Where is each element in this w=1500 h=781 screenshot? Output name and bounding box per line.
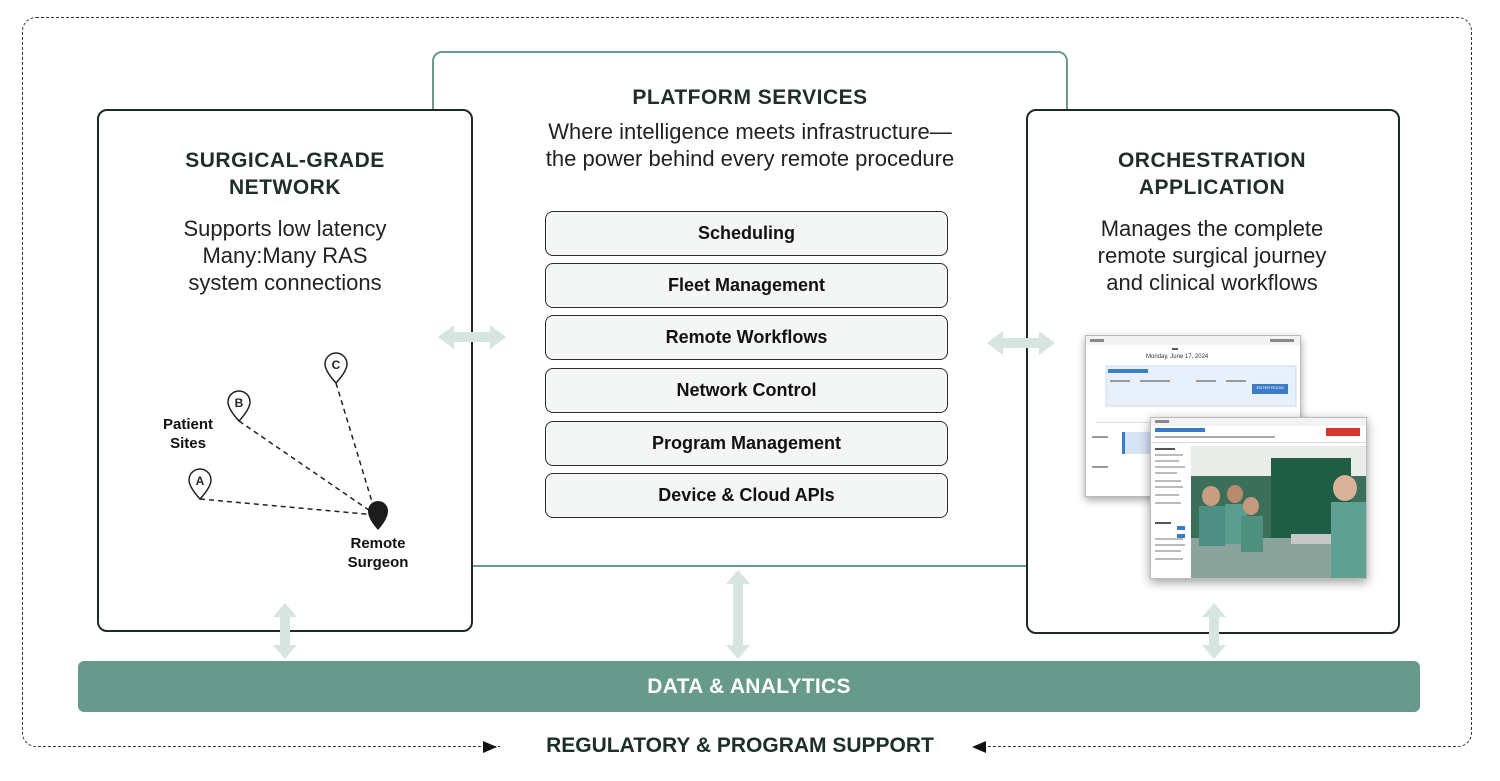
orchestration-desc-line3: and clinical workflows [1106,270,1318,295]
svg-text:B: B [235,396,244,410]
svg-text:A: A [196,474,205,488]
surgeon-pin-icon [368,501,388,530]
screenshot-enter-button: ENTER ROOM [1256,385,1284,390]
connection-line-a [199,498,377,516]
platform-title: PLATFORM SERVICES [632,86,868,109]
patient-sites-label-line2: Sites [170,435,206,452]
orchestration-title-line1: ORCHESTRATION [1117,149,1307,172]
arrow-right-icon [483,741,497,753]
platform-subtitle-line2: the power behind every remote procedure [545,146,955,171]
service-fleet-management: Fleet Management [545,263,948,308]
app-screenshot-procedure [1150,417,1367,579]
service-scheduling: Scheduling [545,211,948,256]
orchestration-title-line2: APPLICATION [1138,176,1286,199]
svg-text:C: C [332,358,341,372]
pin-a-icon: A [188,468,212,501]
service-remote-workflows: Remote Workflows [545,315,948,360]
network-desc-line2: Many:Many RAS [202,243,368,268]
data-analytics-bar: DATA & ANALYTICS [78,661,1420,712]
network-desc-line1: Supports low latency [183,216,387,241]
platform-subtitle-line1: Where intelligence meets infrastructure— [548,119,952,144]
orchestration-desc-line2: remote surgical journey [1097,243,1327,268]
service-network-control: Network Control [545,368,948,413]
pin-c-icon: C [324,352,348,385]
network-title-line1: SURGICAL-GRADE [185,149,385,172]
service-program-management: Program Management [545,421,948,466]
double-arrow-platform-data-icon [726,570,750,659]
arrow-left-icon [972,741,986,753]
double-arrow-orchestration-data-icon [1202,603,1226,659]
pin-b-icon: B [227,390,251,423]
double-arrow-network-data-icon [273,603,297,659]
surgical-network-panel [97,109,473,632]
network-desc-line3: system connections [188,270,382,295]
double-arrow-network-platform-icon [438,325,506,349]
regulatory-support-label: REGULATORY & PROGRAM SUPPORT [500,734,980,758]
screenshot-date: Monday, June 17, 2024 [1146,354,1209,360]
remote-surgeon-label-line2: Surgeon [347,554,409,571]
connection-line-b [238,420,377,516]
remote-surgeon-label-line1: Remote [350,535,406,552]
orchestration-desc-line1: Manages the complete [1100,216,1324,241]
network-topology-diagram: C B A [188,352,388,530]
double-arrow-platform-orchestration-icon [987,331,1055,355]
connection-line-c [335,382,377,516]
service-device-cloud-apis: Device & Cloud APIs [545,473,948,518]
patient-sites-label-line1: Patient [162,416,213,433]
network-title-line2: NETWORK [229,176,341,199]
